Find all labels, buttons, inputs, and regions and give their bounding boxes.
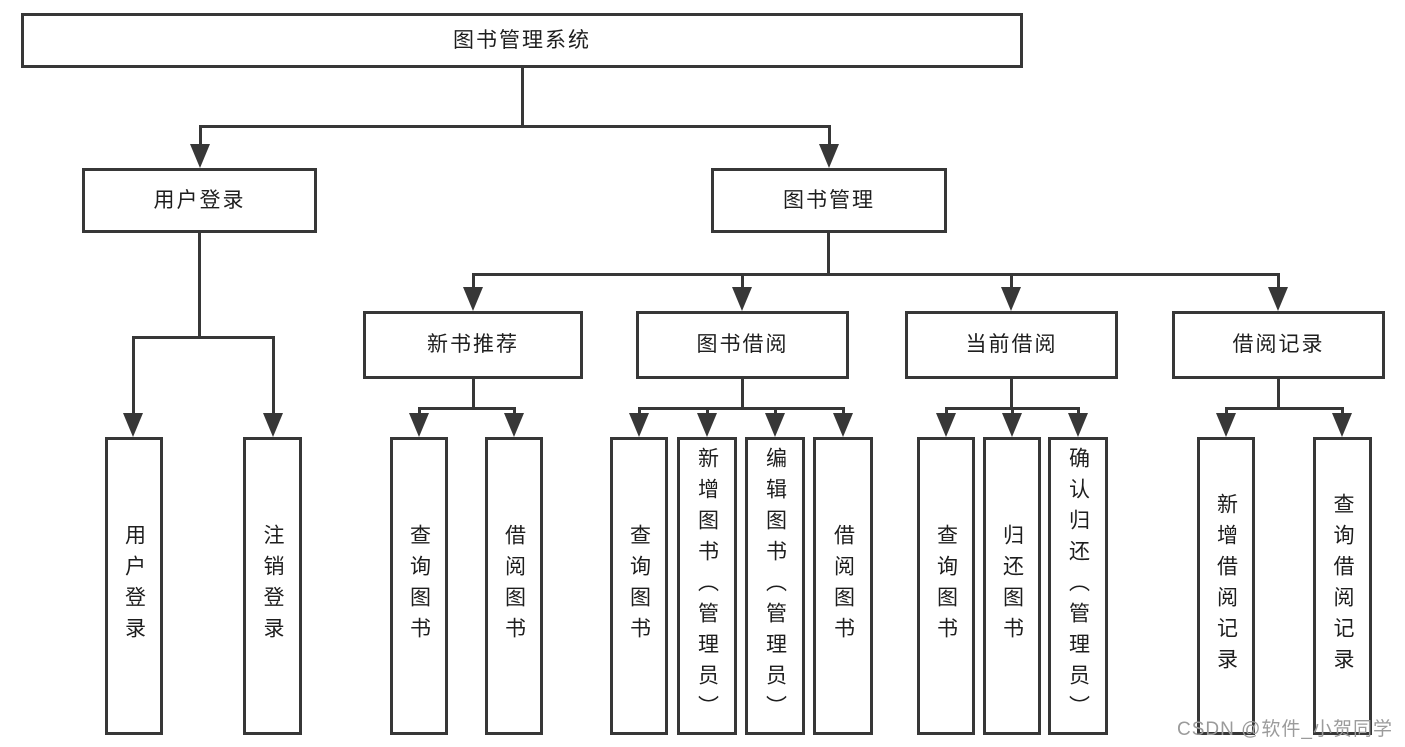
- node-borrow-records-label: 借阅记录: [1232, 333, 1325, 357]
- node-book-borrowing-label: 图书借阅: [696, 333, 789, 357]
- arrowhead-down-icon: [819, 144, 839, 168]
- connector-hline: [638, 407, 844, 410]
- connector-vline: [1010, 273, 1013, 289]
- connector-vline: [472, 273, 475, 289]
- connector-vline: [1341, 407, 1344, 415]
- connector-vline: [1077, 407, 1080, 415]
- leaf-borrow-books-borrowing: 借阅图书: [813, 437, 873, 735]
- leaf-user-login: 用户登录: [105, 437, 163, 735]
- leaf-query-books-current: 查询图书: [917, 437, 975, 735]
- arrowhead-down-icon: [504, 413, 524, 437]
- leaf-add-borrow-record: 新增借阅记录: [1197, 437, 1255, 735]
- leaf-query-borrow-record-label: 查询借阅记录: [1331, 493, 1354, 679]
- arrowhead-down-icon: [833, 413, 853, 437]
- connector-vline: [1011, 407, 1014, 415]
- connector-vline: [638, 407, 641, 415]
- node-current-borrowing-label: 当前借阅: [965, 333, 1058, 357]
- connector-vline: [472, 379, 475, 410]
- node-user-login-label: 用户登录: [153, 188, 246, 212]
- arrowhead-down-icon: [936, 413, 956, 437]
- connector-vline: [1010, 379, 1013, 410]
- connector-vline: [842, 407, 845, 415]
- connector-vline: [1277, 379, 1280, 410]
- leaf-borrow-books-recommend-label: 借阅图书: [502, 524, 526, 648]
- connector-vline: [741, 273, 744, 289]
- connector-vline: [418, 407, 421, 415]
- leaf-logout: 注销登录: [243, 437, 302, 735]
- connector-vline: [272, 336, 275, 416]
- node-current-borrowing: 当前借阅: [905, 311, 1118, 379]
- connector-vline: [199, 125, 202, 150]
- connector-hline: [1225, 407, 1343, 410]
- arrowhead-down-icon: [409, 413, 429, 437]
- node-book-borrowing: 图书借阅: [636, 311, 849, 379]
- node-root: 图书管理系统: [21, 13, 1023, 68]
- leaf-query-books-current-label: 查询图书: [934, 524, 958, 648]
- leaf-logout-label: 注销登录: [261, 524, 284, 648]
- connector-vline: [706, 407, 709, 415]
- node-new-book-recommend: 新书推荐: [363, 311, 583, 379]
- arrowhead-down-icon: [190, 144, 210, 168]
- arrowhead-down-icon: [629, 413, 649, 437]
- leaf-confirm-return-admin-label: 确认归还（管理员）: [1066, 446, 1090, 726]
- leaf-query-books-recommend-label: 查询图书: [407, 524, 431, 648]
- node-user-login: 用户登录: [82, 168, 317, 233]
- connector-hline: [472, 273, 1280, 276]
- leaf-return-book-label: 归还图书: [1000, 524, 1024, 648]
- connector-vline: [521, 68, 524, 128]
- connector-vline: [774, 407, 777, 415]
- connector-vline: [1277, 273, 1280, 289]
- connector-vline: [132, 336, 135, 416]
- leaf-query-borrow-record: 查询借阅记录: [1313, 437, 1372, 735]
- connector-vline: [828, 125, 831, 150]
- leaf-query-books-borrowing: 查询图书: [610, 437, 668, 735]
- arrowhead-down-icon: [1001, 287, 1021, 311]
- leaf-borrow-books-borrowing-label: 借阅图书: [831, 524, 855, 648]
- connector-vline: [1225, 407, 1228, 415]
- leaf-add-borrow-record-label: 新增借阅记录: [1214, 493, 1238, 679]
- leaf-return-book: 归还图书: [983, 437, 1041, 735]
- node-borrow-records: 借阅记录: [1172, 311, 1385, 379]
- leaf-user-login-label: 用户登录: [122, 524, 146, 648]
- connector-hline: [132, 336, 275, 339]
- arrowhead-down-icon: [732, 287, 752, 311]
- node-new-book-recommend-label: 新书推荐: [427, 333, 519, 357]
- connector-vline: [827, 233, 830, 275]
- node-book-management-label: 图书管理: [783, 188, 875, 212]
- connector-vline: [198, 233, 201, 339]
- arrowhead-down-icon: [1216, 413, 1236, 437]
- leaf-borrow-books-recommend: 借阅图书: [485, 437, 543, 735]
- connector-vline: [945, 407, 948, 415]
- arrowhead-down-icon: [697, 413, 717, 437]
- connector-hline: [418, 407, 515, 410]
- connector-vline: [513, 407, 516, 415]
- arrowhead-down-icon: [1268, 287, 1288, 311]
- leaf-add-book-admin: 新增图书（管理员）: [677, 437, 737, 735]
- leaf-query-books-borrowing-label: 查询图书: [627, 524, 651, 648]
- connector-vline: [741, 379, 744, 410]
- leaf-query-books-recommend: 查询图书: [390, 437, 448, 735]
- leaf-edit-book-admin: 编辑图书（管理员）: [745, 437, 805, 735]
- arrowhead-down-icon: [1002, 413, 1022, 437]
- leaf-edit-book-admin-label: 编辑图书（管理员）: [763, 446, 787, 726]
- arrowhead-down-icon: [123, 413, 143, 437]
- connector-hline: [199, 125, 831, 128]
- arrowhead-down-icon: [463, 287, 483, 311]
- csdn-watermark: CSDN @软件_小贺同学: [1177, 719, 1393, 740]
- arrowhead-down-icon: [1332, 413, 1352, 437]
- node-root-label: 图书管理系统: [453, 28, 591, 52]
- arrowhead-down-icon: [263, 413, 283, 437]
- leaf-confirm-return-admin: 确认归还（管理员）: [1048, 437, 1108, 735]
- leaf-add-book-admin-label: 新增图书（管理员）: [695, 446, 719, 726]
- node-book-management: 图书管理: [711, 168, 947, 233]
- arrowhead-down-icon: [765, 413, 785, 437]
- arrowhead-down-icon: [1068, 413, 1088, 437]
